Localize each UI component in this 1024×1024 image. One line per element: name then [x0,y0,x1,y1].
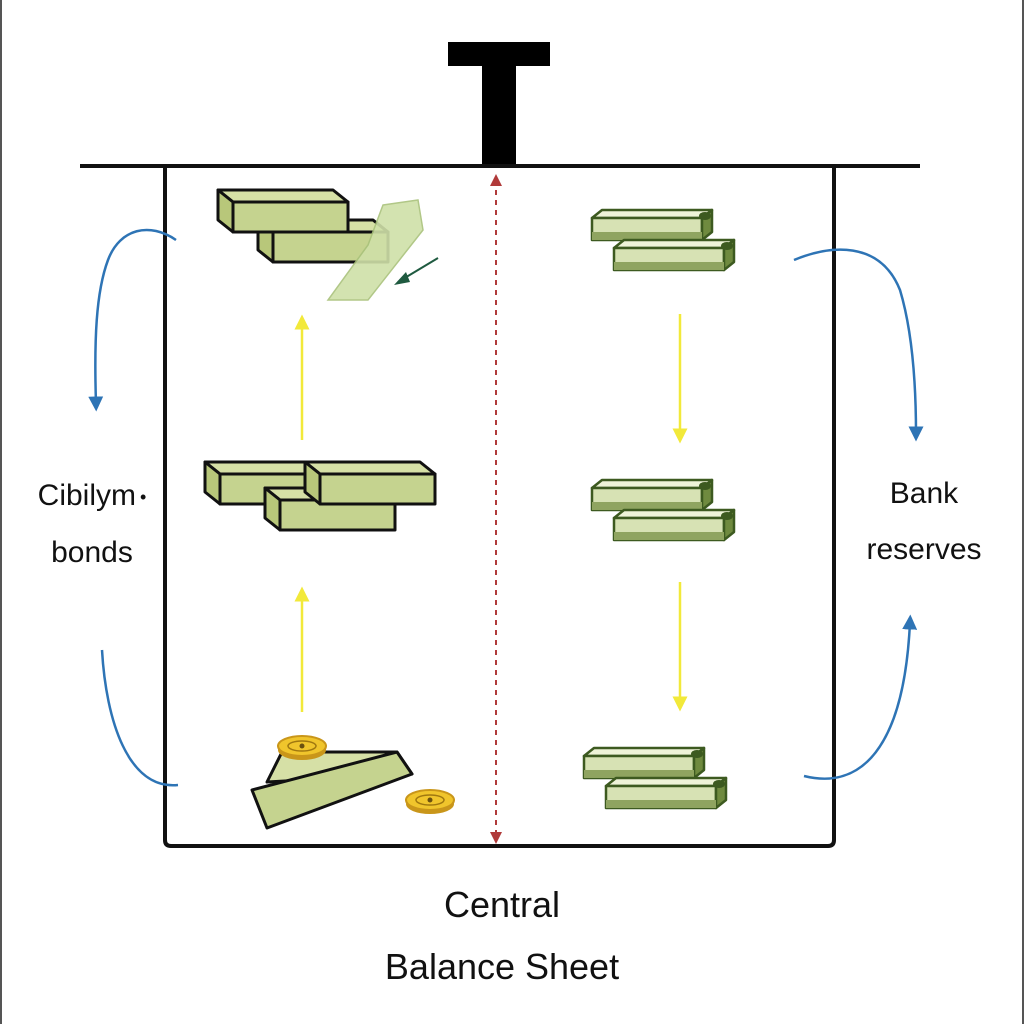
right-label-line2: reserves [866,533,982,566]
cash-stack-icon [592,480,734,540]
balance-sheet-box [163,166,836,848]
cash-stack-icon [592,210,734,270]
gold-bars-icon [203,460,437,532]
caption-line1: Central [443,884,561,925]
caption-line2: Balance Sheet [384,946,620,987]
coin-icon [277,735,327,761]
cash-stack-icon [584,748,726,808]
right-side-label: Bank reserves [846,466,1002,578]
right-label-line1: Bank [889,477,959,510]
diagram-caption: Central Balance Sheet [262,874,742,998]
coin-icon [405,789,455,815]
blue-curved-arrow [803,614,918,780]
left-side-label: Cibilym• bonds [14,468,170,581]
left-label-line2: bonds [51,536,133,570]
left-label-line1: Cibilym [37,479,137,512]
blue-curved-line [100,649,179,787]
blue-curved-arrow [793,248,924,442]
t-pole [448,42,550,166]
left-label-glyph: • [140,487,147,508]
blue-curved-arrow [88,228,177,412]
small-arrowhead-icon [394,272,410,285]
gold-bars-icon [216,188,424,301]
